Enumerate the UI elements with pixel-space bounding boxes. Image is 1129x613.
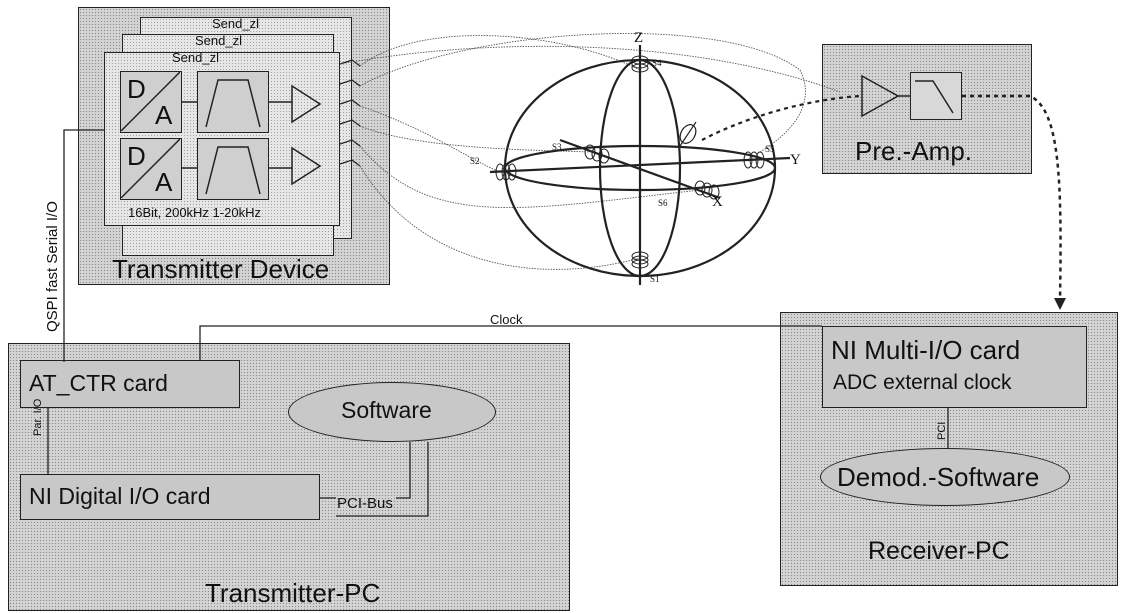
- pci-bus-label: PCI-Bus: [337, 495, 393, 512]
- bandpass-icon: [205, 79, 261, 128]
- coil-s4: [631, 55, 649, 73]
- adc-clock-label: ADC external clock: [833, 371, 1012, 394]
- coil-s2: [495, 163, 517, 181]
- coil-s6: [694, 180, 720, 200]
- send-card-label-back: Send_zl: [212, 16, 259, 31]
- dac-diagonal-icon: [121, 139, 180, 198]
- ni-multi-io-card: NI Multi-I/O card ADC external clock: [822, 326, 1087, 408]
- ni-digital-card: NI Digital I/O card: [20, 474, 320, 520]
- coil-label-s1: S1: [650, 274, 660, 284]
- coil-s1: [631, 251, 649, 269]
- send-card-label-front: Send_zl: [172, 50, 219, 65]
- at-ctr-card: AT_CTR card: [20, 360, 240, 408]
- software-label: Software: [341, 397, 432, 423]
- sensor-icon: [679, 121, 697, 147]
- coil-label-s4: S4: [652, 58, 662, 68]
- demod-software-label: Demod.-Software: [837, 462, 1040, 492]
- coil-sphere: [489, 45, 791, 285]
- lowpass-filter: [910, 72, 962, 120]
- demod-software-ellipse: Demod.-Software: [820, 448, 1070, 506]
- send-card-label-middle: Send_zl: [195, 33, 242, 48]
- bandpass-icon: [205, 146, 261, 195]
- dac-diagonal-icon: [121, 72, 180, 131]
- dac-a-letter: A: [155, 167, 173, 197]
- dac-a-letter: A: [155, 100, 173, 130]
- lowpass-icon: [915, 80, 954, 114]
- software-ellipse: Software: [288, 382, 496, 442]
- dac-block-top: D A: [120, 71, 182, 133]
- dac-block-bottom: D A: [120, 138, 182, 200]
- par-io-label: Par. I/O: [32, 398, 44, 436]
- receiver-pc-title: Receiver-PC: [868, 537, 1010, 565]
- coil-label-s6: S6: [658, 198, 668, 208]
- coil-label-s2: S2: [470, 156, 480, 166]
- dac-d-letter: D: [127, 74, 146, 104]
- ni-multi-io-label: NI Multi-I/O card: [831, 335, 1021, 365]
- coil-label-s3: S3: [552, 142, 562, 152]
- bandpass-filter-bottom: [197, 138, 269, 200]
- qspi-label: QSPI fast Serial I/O: [44, 201, 61, 332]
- amplifier-icon: [861, 74, 912, 118]
- axis-x-label: X: [712, 194, 723, 210]
- transmitter-device-title: Transmitter Device: [112, 254, 330, 284]
- coil-s3: [584, 144, 610, 164]
- coil-s5: [743, 151, 765, 169]
- preamp-title: Pre.-Amp.: [855, 136, 973, 166]
- pci-label: PCI: [936, 421, 948, 440]
- ni-digital-card-label: NI Digital I/O card: [29, 483, 211, 509]
- clock-label: Clock: [490, 312, 523, 327]
- bandpass-filter-top: [197, 71, 269, 133]
- axis-z-label: Z: [634, 30, 643, 46]
- coil-label-s5: S5: [765, 144, 775, 154]
- transmitter-pc-title: Transmitter-PC: [205, 578, 381, 608]
- axis-y-label: Y: [790, 152, 801, 168]
- at-ctr-card-label: AT_CTR card: [29, 370, 168, 396]
- spec-label: 16Bit, 200kHz 1-20kHz: [128, 205, 261, 220]
- dac-d-letter: D: [127, 141, 146, 171]
